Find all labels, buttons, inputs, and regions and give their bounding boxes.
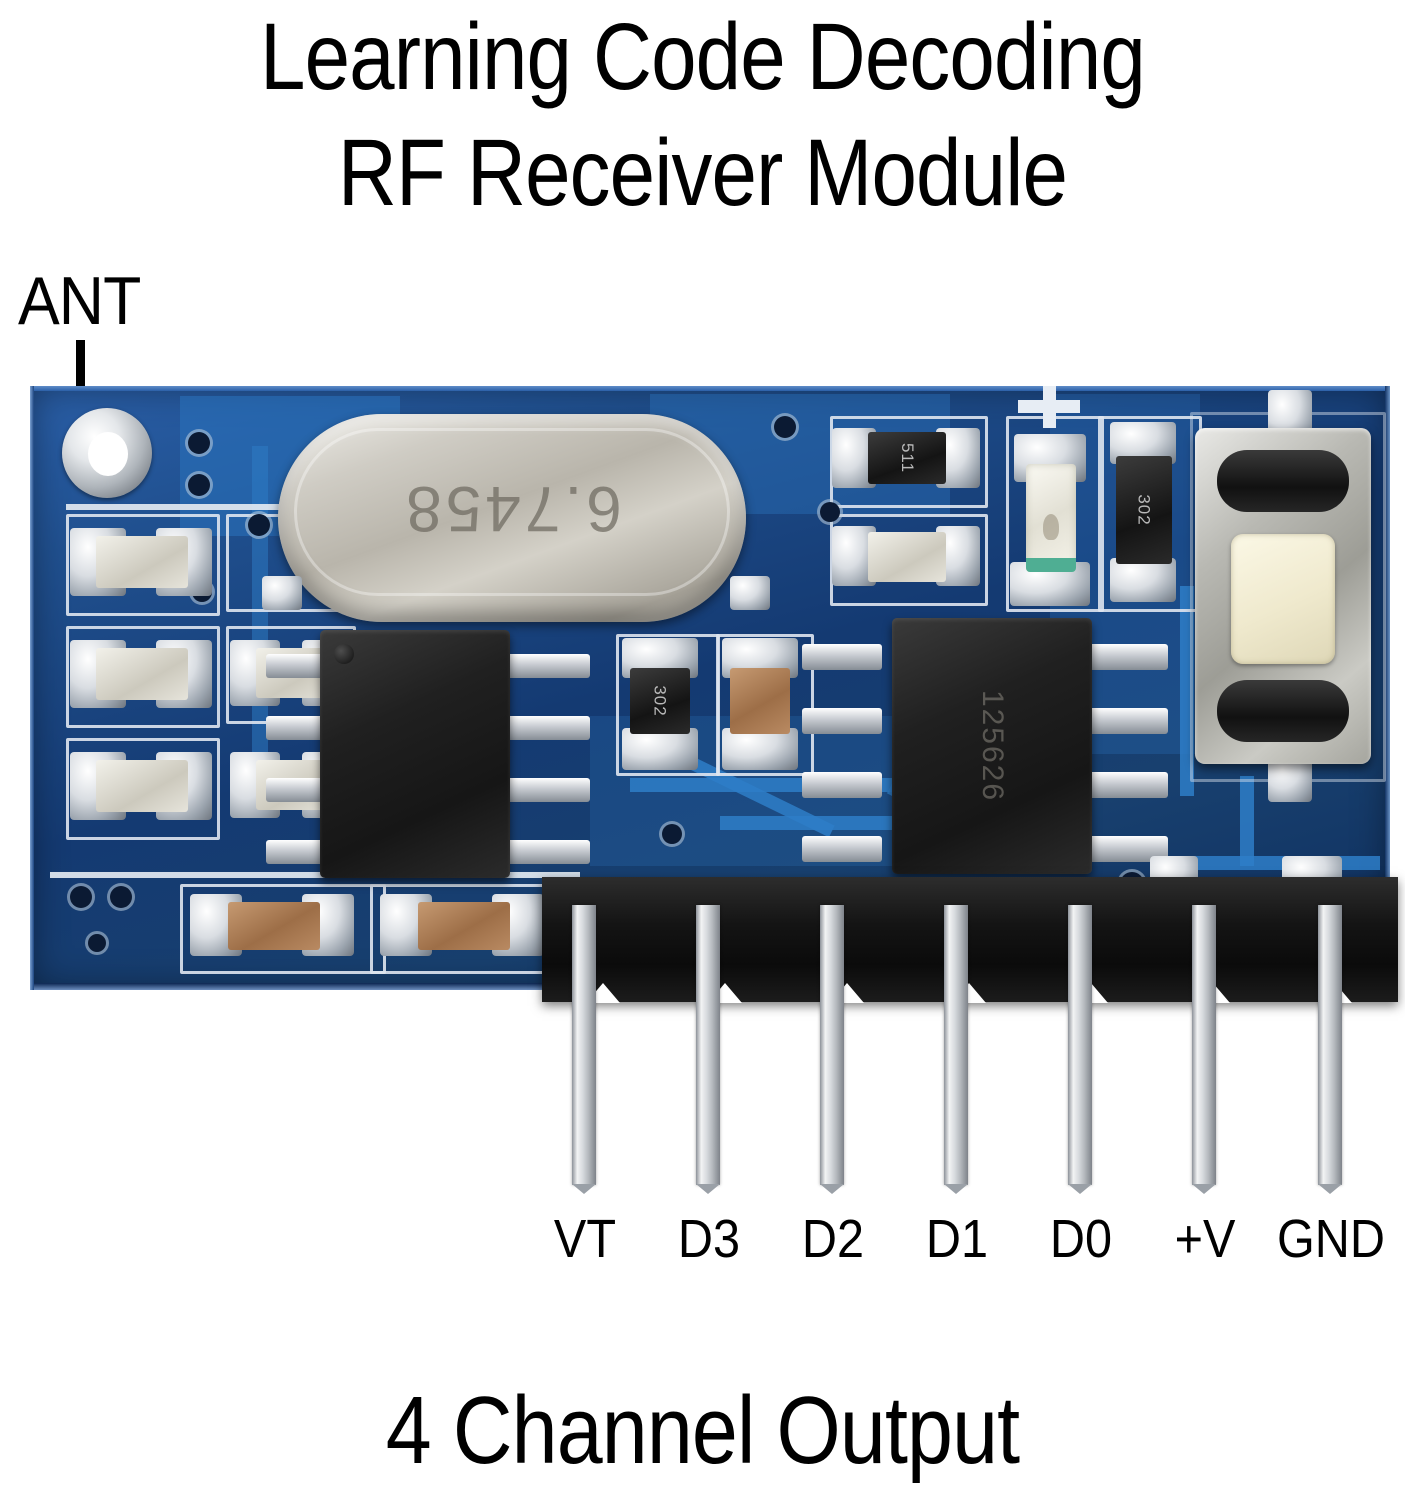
- via-2: [188, 474, 210, 496]
- ic2-leg-l4: [802, 836, 882, 862]
- pin-gnd: [1318, 905, 1342, 1194]
- smd-resistor-302-b-marking: 302: [651, 685, 670, 717]
- silk-outline-c2: [66, 626, 220, 728]
- via-10: [820, 502, 840, 522]
- page-title: Learning Code Decoding RF Receiver Modul…: [0, 0, 1405, 232]
- smd-capacitor-1: [96, 536, 188, 588]
- receiver-ic-marking: 125626: [976, 689, 1009, 803]
- receiver-ic: 125626: [892, 618, 1092, 874]
- pin-label-vt: VT: [553, 1209, 617, 1269]
- via-3: [248, 514, 270, 536]
- silk-bar-bottom: [50, 872, 580, 878]
- ic2-leg-l3: [802, 772, 882, 798]
- ic2-leg-l1: [802, 644, 882, 670]
- learning-button-rubber-bottom: [1217, 680, 1349, 742]
- pin-label-gnd: GND: [1277, 1209, 1385, 1269]
- learning-button[interactable]: [1195, 428, 1371, 764]
- pad-r-tan-b: [722, 728, 798, 770]
- pin-label-d0: D0: [1049, 1209, 1113, 1269]
- decoder-ic: [320, 630, 510, 878]
- silk-outline-r2: [716, 634, 814, 776]
- pad-r302a-b: [1110, 558, 1176, 602]
- smd-resistor-302-a-marking: 302: [1135, 494, 1154, 526]
- led-polarity-plus-vertical: [1043, 386, 1056, 428]
- via-7: [88, 934, 106, 952]
- ic2-leg-r2: [1088, 708, 1168, 734]
- ic1-leg-r3: [500, 778, 590, 802]
- crystal-pad-right: [730, 576, 770, 610]
- via-6: [110, 886, 132, 908]
- pin-d3: [696, 905, 720, 1194]
- pin-label-d2: D2: [801, 1209, 865, 1269]
- silk-outline-c3: [66, 738, 220, 840]
- pcb-edge-left: [30, 386, 34, 990]
- pin-d2: [820, 905, 844, 1194]
- smd-resistor-unmarked-2: [730, 668, 790, 734]
- caption-line-1: 4 Channel Output: [385, 1377, 1020, 1484]
- status-led-die: [1043, 513, 1059, 540]
- pcb-edge-right: [1385, 386, 1390, 990]
- smd-resistor-302-a: 302: [1116, 456, 1172, 564]
- ic1-leg-r1: [500, 654, 590, 678]
- crystal-pad-left: [262, 576, 302, 610]
- pin-vt: [572, 905, 596, 1194]
- smd-capacitor-6: [228, 902, 320, 950]
- antenna-hole-bore: [88, 432, 128, 476]
- smd-resistor-511-marking: 511: [897, 442, 917, 474]
- smd-resistor-unmarked-1: [868, 532, 946, 582]
- smd-capacitor-2: [96, 648, 188, 700]
- silk-outline-r4: [830, 514, 988, 606]
- silk-outline-r3: [830, 416, 988, 508]
- via-9: [774, 416, 796, 438]
- silk-outline-c1: [66, 514, 220, 616]
- title-line-1: Learning Code Decoding: [260, 4, 1146, 110]
- ic2-leg-l2: [802, 708, 882, 734]
- title-line-2: RF Receiver Module: [337, 119, 1068, 226]
- pin-plusv: [1192, 905, 1216, 1194]
- decoder-ic-pin1-dot: [334, 644, 354, 664]
- ic2-leg-r1: [1088, 644, 1168, 670]
- pcb-edge-top: [30, 386, 1390, 391]
- antenna-mount-hole: [62, 408, 152, 498]
- crystal-oscillator: 6.7458: [278, 414, 746, 622]
- trace-h-1: [630, 778, 930, 792]
- ic1-leg-r2: [500, 716, 590, 740]
- pin-d1: [944, 905, 968, 1194]
- pin-label-plusv: +V: [1174, 1209, 1236, 1269]
- via-5: [70, 886, 92, 908]
- via-1: [188, 432, 210, 454]
- smd-capacitor-7: [418, 902, 510, 950]
- via-8: [662, 824, 682, 844]
- pin-header-strip: [542, 877, 1398, 1003]
- antenna-callout-label: ANT: [18, 263, 141, 339]
- pin-label-d1: D1: [925, 1209, 989, 1269]
- trace-h-right: [1170, 856, 1380, 870]
- trace-v-right: [1180, 586, 1194, 796]
- learning-button-cap[interactable]: [1231, 534, 1335, 664]
- crystal-marking: 6.7458: [402, 473, 622, 545]
- smd-capacitor-3: [96, 760, 188, 812]
- trace-v-right-2: [1240, 776, 1254, 866]
- pad-r302b-b: [622, 728, 698, 770]
- status-led: [1026, 464, 1076, 572]
- pin-d0: [1068, 905, 1092, 1194]
- ic2-leg-r3: [1088, 772, 1168, 798]
- learning-button-rubber-top: [1217, 450, 1349, 512]
- silk-bar-top: [66, 504, 352, 510]
- pin-label-d3: D3: [677, 1209, 741, 1269]
- page-caption: 4 Channel Output: [0, 1378, 1405, 1484]
- smd-resistor-511: 511: [868, 432, 946, 484]
- smd-resistor-302-b: 302: [630, 668, 690, 734]
- ic1-leg-r4: [500, 840, 590, 864]
